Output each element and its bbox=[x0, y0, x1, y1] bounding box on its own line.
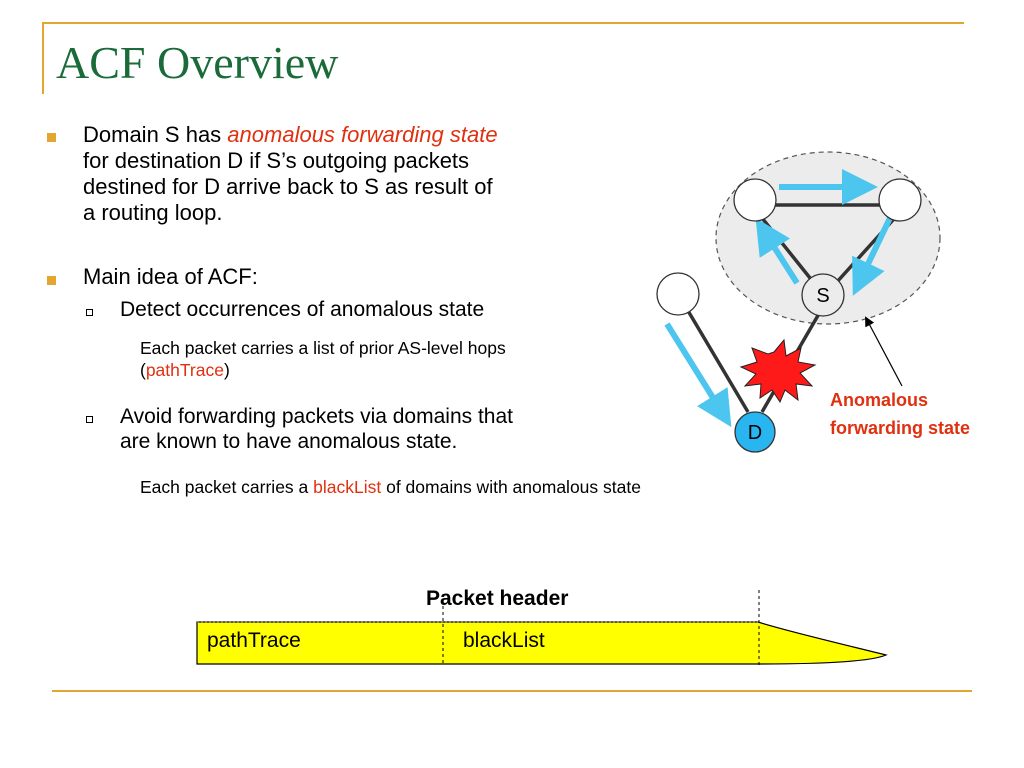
flow-arrow-right bbox=[852, 216, 893, 296]
sub-bullet-1-text: Detect occurrences of anomalous state bbox=[120, 298, 485, 321]
bullet-1-line-1: Domain S has anomalous forwarding state bbox=[83, 122, 498, 148]
node-s bbox=[801, 273, 845, 317]
pathtrace-detail-line-2: (pathTrace) bbox=[140, 359, 230, 381]
frame-left-line bbox=[42, 22, 44, 94]
frame-top-line bbox=[42, 22, 964, 24]
blacklist-field: blackList bbox=[463, 629, 545, 652]
packet-header-shape bbox=[196, 621, 888, 665]
bullet-1-line-3: destined for D arrive back to S as resul… bbox=[83, 174, 493, 199]
pathtrace-detail-line-1: Each packet carries a list of prior AS-l… bbox=[140, 338, 506, 358]
blacklist-term: blackList bbox=[313, 477, 382, 497]
square-bullet-icon bbox=[47, 276, 56, 285]
hollow-square-bullet-icon bbox=[86, 309, 93, 316]
annotation-line-1: Anomalous bbox=[830, 390, 929, 410]
blacklist-detail: Each packet carries a blackList of domai… bbox=[140, 476, 641, 498]
frame-bottom-line bbox=[52, 690, 972, 692]
explosion-burst-icon bbox=[739, 338, 817, 404]
packet-header-title: Packet header bbox=[426, 587, 569, 610]
annotation-pointer bbox=[865, 316, 903, 387]
square-bullet-icon bbox=[47, 133, 56, 142]
bullet-1-line-4: a routing loop. bbox=[83, 200, 223, 225]
hollow-square-bullet-icon bbox=[86, 416, 93, 423]
node-s-label: S bbox=[816, 285, 829, 307]
blacklist-detail-before: Each packet carries a bbox=[140, 477, 314, 497]
flow-arrow-to-d bbox=[664, 322, 732, 428]
pathtrace-term: pathTrace bbox=[145, 360, 224, 380]
node-top-left bbox=[733, 178, 777, 222]
slide-title: ACF Overview bbox=[56, 37, 339, 88]
anomalous-state-term: anomalous forwarding state bbox=[227, 122, 498, 147]
annotation-line-2: forwarding state bbox=[830, 418, 971, 438]
node-d bbox=[734, 411, 776, 453]
bullet-1-plain: Domain S has bbox=[83, 122, 228, 147]
paren-open: ( bbox=[140, 360, 146, 380]
pathtrace-field: pathTrace bbox=[207, 629, 301, 652]
bullet-2-text: Main idea of ACF: bbox=[83, 264, 258, 289]
link-to-d bbox=[682, 303, 750, 413]
flow-arrow-left bbox=[755, 217, 800, 285]
blacklist-detail-after: of domains with anomalous state bbox=[381, 477, 641, 497]
node-top-right bbox=[878, 178, 922, 222]
bullet-1-line-2: for destination D if S’s outgoing packet… bbox=[83, 148, 470, 173]
annotation-label: Anomalous forwarding state bbox=[830, 386, 970, 442]
node-d-label: D bbox=[748, 422, 762, 444]
sub-bullet-2-line-2: are known to have anomalous state. bbox=[120, 430, 458, 453]
node-left bbox=[656, 272, 700, 316]
paren-close: ) bbox=[223, 360, 230, 380]
sub-bullet-2-line-1: Avoid forwarding packets via domains tha… bbox=[120, 405, 513, 428]
